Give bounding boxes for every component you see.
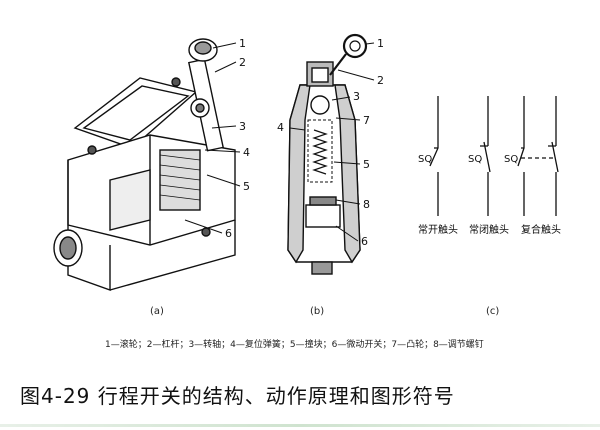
- callout-b-7: 7: [363, 114, 370, 127]
- callout-b-5: 5: [363, 158, 370, 171]
- callout-a-4: 4: [243, 146, 250, 159]
- symbol-prefix-composite: SQ: [504, 154, 518, 165]
- callout-a-3: 3: [239, 120, 246, 133]
- panel-c-symbols: [429, 96, 559, 216]
- symbol-name-no: 常开触头: [418, 223, 458, 236]
- figure-caption: 图4-29 行程开关的结构、动作原理和图形符号: [20, 384, 455, 408]
- panel-a-tag: (a): [150, 306, 164, 317]
- callout-a-2: 2: [239, 56, 246, 69]
- callout-b-1: 1: [377, 37, 384, 50]
- callout-b-2: 2: [377, 74, 384, 87]
- callout-b-4: 4: [277, 121, 284, 134]
- callout-b-6: 6: [361, 235, 368, 248]
- composite-contact-symbol-left: [517, 96, 525, 216]
- parts-legend: 1—滚轮；2—杠杆；3—转轴；4—复位弹簧；5—撞块；6—微动开关；7—凸轮；8…: [105, 340, 484, 350]
- composite-contact-symbol-right: [548, 96, 559, 216]
- callout-a-5: 5: [243, 180, 250, 193]
- symbol-name-nc: 常闭触头: [469, 223, 509, 236]
- callout-b-8: 8: [363, 198, 370, 211]
- panel-b-tag: (b): [310, 306, 324, 317]
- symbol-prefix-nc: SQ: [468, 154, 482, 165]
- callout-a-1: 1: [239, 37, 246, 50]
- page-bottom-strip: [0, 424, 600, 427]
- callout-a-6: 6: [225, 227, 232, 240]
- callout-b-3: 3: [353, 90, 360, 103]
- panel-c-tag: (c): [486, 306, 499, 317]
- symbol-prefix-no: SQ: [418, 154, 432, 165]
- symbol-name-composite: 复合触头: [521, 223, 561, 236]
- panel-a-drawing: [53, 38, 241, 291]
- panel-b-drawing: [287, 33, 375, 275]
- nc-contact-symbol: [480, 96, 491, 216]
